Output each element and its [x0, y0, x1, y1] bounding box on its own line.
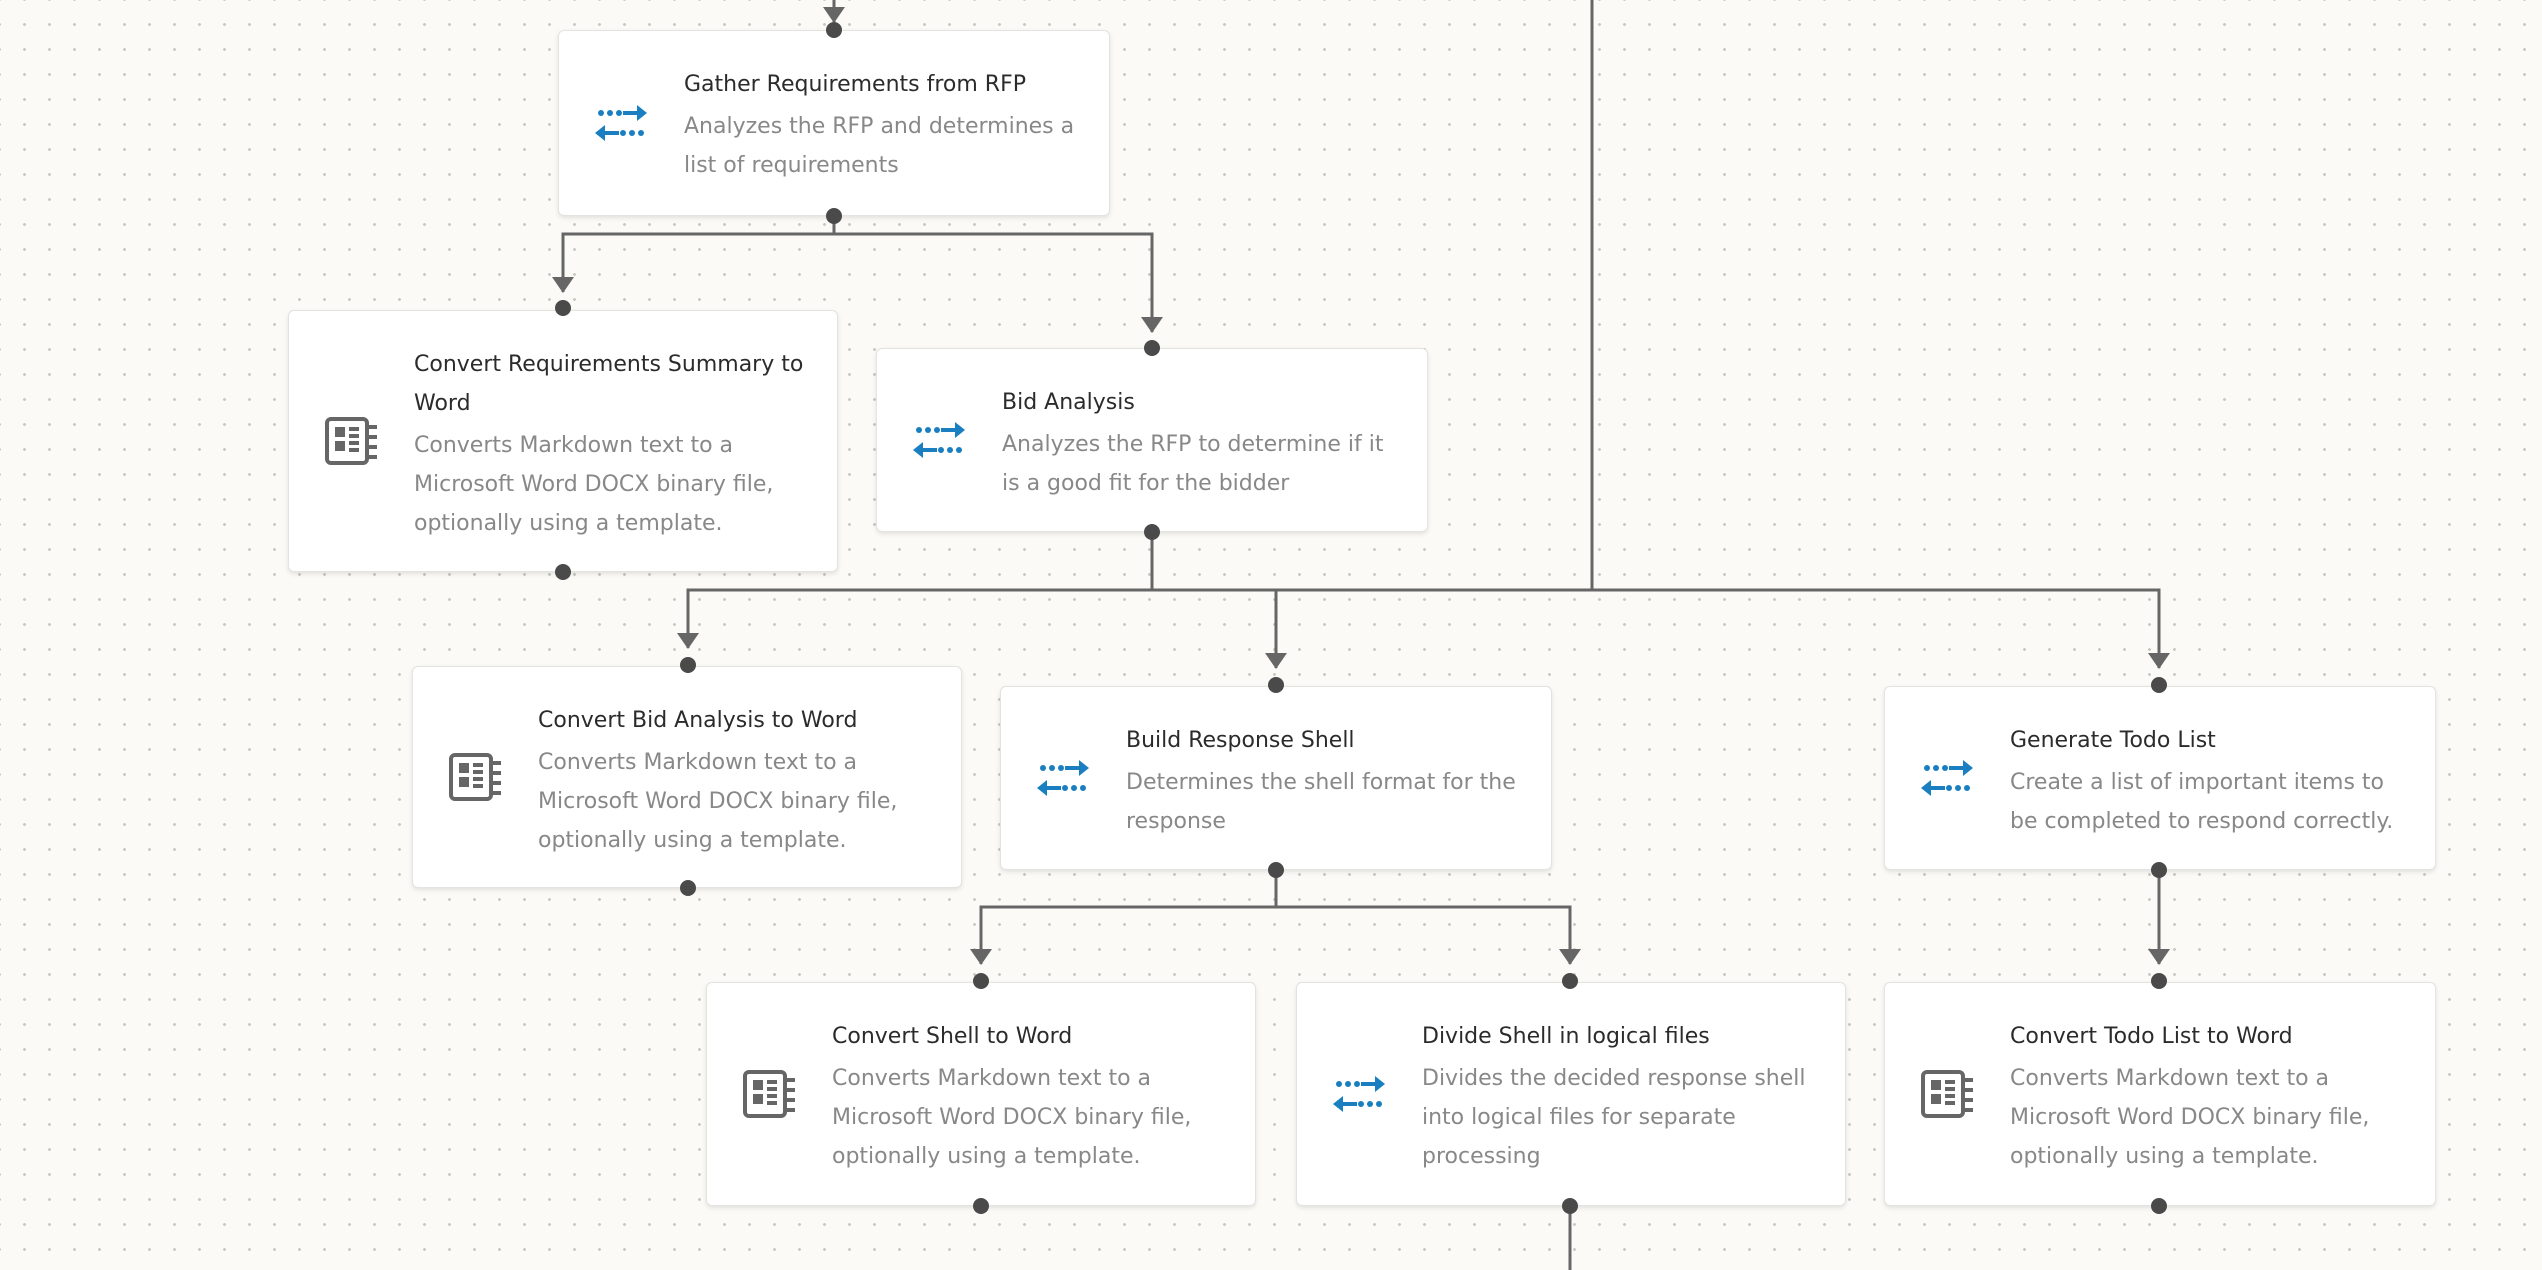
node-generate-todo-list[interactable]: Generate Todo List Create a list of impo…: [1884, 686, 2436, 870]
convert-requirements-output-port[interactable]: [555, 564, 571, 580]
node-title: Convert Shell to Word: [832, 1024, 1073, 1049]
connector-bid-to-build-shell: [1152, 588, 1287, 669]
connector-shell-to-divide: [1276, 905, 1581, 965]
convert-bid-input-port[interactable]: [680, 657, 696, 673]
node-gather-requirements[interactable]: Gather Requirements from RFP Analyzes th…: [558, 30, 1110, 216]
bid-analysis-input-port[interactable]: [1144, 340, 1160, 356]
node-title: Build Response Shell: [1126, 728, 1355, 753]
node-title: Convert Requirements Summary to Word: [414, 352, 804, 416]
node-description: Determines the shell format for the resp…: [1126, 770, 1516, 834]
node-title: Convert Todo List to Word: [2010, 1024, 2293, 1049]
node-convert-requirements[interactable]: Convert Requirements Summary to Word Con…: [288, 310, 838, 572]
node-description: Analyzes the RFP to determine if it is a…: [1002, 432, 1384, 496]
convert-todo-output-port[interactable]: [2151, 1198, 2167, 1214]
node-description: Converts Markdown text to a Microsoft Wo…: [2010, 1066, 2370, 1169]
node-title: Generate Todo List: [2010, 728, 2216, 753]
word-document-icon: [741, 1066, 797, 1122]
node-description: Converts Markdown text to a Microsoft Wo…: [538, 750, 898, 853]
node-convert-todo[interactable]: Convert Todo List to Word Converts Markd…: [1884, 982, 2436, 1206]
node-build-response-shell[interactable]: Build Response Shell Determines the shel…: [1000, 686, 1552, 870]
gather-output-port[interactable]: [826, 208, 842, 224]
connector-gather-to-bid: [834, 232, 1163, 333]
transform-arrows-icon: [1035, 750, 1091, 806]
divide-shell-output-port[interactable]: [1562, 1198, 1578, 1214]
node-title: Divide Shell in logical files: [1422, 1024, 1710, 1049]
convert-bid-output-port[interactable]: [680, 880, 696, 896]
divide-shell-input-port[interactable]: [1562, 973, 1578, 989]
node-description: Converts Markdown text to a Microsoft Wo…: [832, 1066, 1192, 1169]
todo-input-port[interactable]: [2151, 677, 2167, 693]
todo-output-port[interactable]: [2151, 862, 2167, 878]
connector-bid-to-todo: [1276, 588, 2170, 669]
connector-shell-to-convert-shell: [970, 870, 1278, 965]
node-divide-shell[interactable]: Divide Shell in logical files Divides th…: [1296, 982, 1846, 1206]
word-document-icon: [1919, 1066, 1975, 1122]
node-description: Analyzes the RFP and determines a list o…: [684, 114, 1075, 178]
transform-arrows-icon: [593, 95, 649, 151]
convert-shell-input-port[interactable]: [973, 973, 989, 989]
node-description: Create a list of important items to be c…: [2010, 770, 2394, 834]
word-document-icon: [323, 413, 379, 469]
build-shell-output-port[interactable]: [1268, 862, 1284, 878]
node-convert-shell[interactable]: Convert Shell to Word Converts Markdown …: [706, 982, 1256, 1206]
gather-input-port[interactable]: [826, 22, 842, 38]
build-shell-input-port[interactable]: [1268, 677, 1284, 693]
transform-arrows-icon: [1919, 750, 1975, 806]
node-title: Gather Requirements from RFP: [684, 72, 1027, 97]
node-description: Divides the decided response shell into …: [1422, 1066, 1806, 1169]
transform-arrows-icon: [911, 412, 967, 468]
bid-analysis-output-port[interactable]: [1144, 524, 1160, 540]
word-document-icon: [447, 749, 503, 805]
convert-todo-input-port[interactable]: [2151, 973, 2167, 989]
connector-bid-to-convert-bid: [677, 532, 1154, 649]
node-description: Converts Markdown text to a Microsoft Wo…: [414, 433, 774, 536]
node-title: Convert Bid Analysis to Word: [538, 708, 858, 733]
connector-gather-to-requirements: [552, 216, 836, 293]
convert-shell-output-port[interactable]: [973, 1198, 989, 1214]
node-convert-bid-analysis[interactable]: Convert Bid Analysis to Word Converts Ma…: [412, 666, 962, 888]
convert-requirements-input-port[interactable]: [555, 300, 571, 316]
node-bid-analysis[interactable]: Bid Analysis Analyzes the RFP to determi…: [876, 348, 1428, 532]
node-title: Bid Analysis: [1002, 390, 1135, 415]
transform-arrows-icon: [1331, 1066, 1387, 1122]
